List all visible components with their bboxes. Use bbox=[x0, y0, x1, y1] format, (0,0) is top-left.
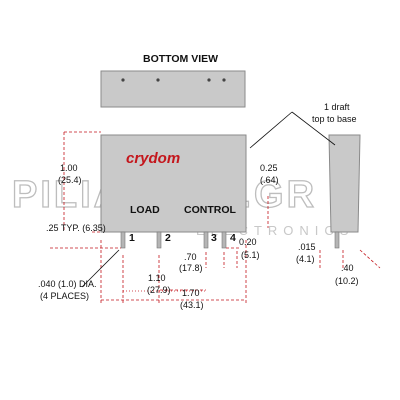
ctrl-gap-inch: 0.20 bbox=[239, 237, 257, 247]
pin-diameter-note: (4 PLACES) bbox=[40, 291, 89, 301]
pin-number-4: 4 bbox=[230, 232, 236, 244]
bottom-pin-hole bbox=[222, 78, 226, 82]
length-mm: (43.1) bbox=[180, 300, 204, 310]
pitch2-mm: (17.8) bbox=[179, 263, 203, 273]
top-inch: 0.25 bbox=[260, 163, 278, 173]
width-inch: .40 bbox=[341, 263, 354, 273]
pitch2-inch: .70 bbox=[184, 252, 197, 262]
pin-1 bbox=[120, 231, 126, 249]
pin-dia-leader bbox=[81, 249, 120, 288]
front-view-body bbox=[100, 134, 247, 233]
draft-leader-side bbox=[291, 111, 336, 146]
pitch1-inch: 1.10 bbox=[148, 273, 166, 283]
top-mm: (.64) bbox=[260, 175, 279, 185]
height-mm: (25.4) bbox=[58, 175, 82, 185]
draft-note-line2: top to base bbox=[312, 114, 357, 124]
side-pin bbox=[334, 231, 340, 249]
pin-3 bbox=[203, 231, 209, 249]
height-inch: 1.00 bbox=[60, 163, 78, 173]
draft-leader-front bbox=[249, 111, 293, 149]
bottom-view-body bbox=[100, 70, 246, 108]
pin-number-1: 1 bbox=[129, 232, 135, 244]
control-label: CONTROL bbox=[184, 204, 236, 216]
dimension-lines bbox=[50, 131, 381, 305]
pitch1-mm: (27.9) bbox=[147, 285, 171, 295]
side-mm: (4.1) bbox=[296, 254, 315, 264]
bottom-pin-hole bbox=[156, 78, 160, 82]
width-mm: (10.2) bbox=[335, 276, 359, 286]
side-inch: .015 bbox=[298, 242, 316, 252]
pin-diameter: .040 (1.0) DIA. bbox=[38, 279, 97, 289]
pin-length: .25 TYP. (6.35) bbox=[46, 223, 106, 233]
load-label: LOAD bbox=[130, 204, 160, 216]
bottom-view-title: BOTTOM VIEW bbox=[143, 53, 218, 65]
pin-4 bbox=[221, 231, 227, 249]
crydom-logo: crydom bbox=[126, 150, 180, 167]
draft-note-line1: 1 draft bbox=[324, 102, 350, 112]
length-inch: 1.70 bbox=[182, 288, 200, 298]
pin-number-3: 3 bbox=[211, 232, 217, 244]
side-view-body bbox=[328, 134, 361, 233]
bottom-pin-hole bbox=[207, 78, 211, 82]
pin-number-2: 2 bbox=[165, 232, 171, 244]
pin-2 bbox=[156, 231, 162, 249]
bottom-pin-hole bbox=[121, 78, 125, 82]
ctrl-gap-mm: (5.1) bbox=[241, 250, 260, 260]
